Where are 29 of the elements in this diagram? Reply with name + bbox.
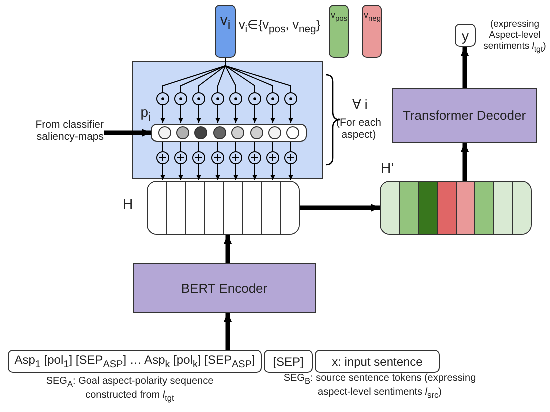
node-caption: SEG$_{A}$: Goal aspect-polarity sequence constructed from l$_{tgt}$ <box>45 376 215 404</box>
note: (For each aspect) <box>336 117 382 142</box>
hidden-state-strip <box>147 181 300 235</box>
sentence-box: x: input sentence <box>315 350 440 373</box>
hidden-state-strip <box>380 181 532 235</box>
arrow <box>224 235 232 263</box>
fan-in-arrows <box>160 142 294 180</box>
decoder-box: Transformer Decoder <box>392 88 537 143</box>
input-note: From classifier saliency-maps <box>24 117 104 145</box>
encoder-box: BERT Encoder <box>133 263 316 313</box>
output-box: y <box>455 24 476 47</box>
arrow <box>104 129 151 137</box>
vector-box: v$_{pos}$ <box>329 5 349 58</box>
arrow <box>224 313 232 350</box>
arrow <box>461 47 469 88</box>
formula-label: v$_{i}$∈{v$_{pos}$, v$_{neg}$} <box>239 18 322 36</box>
node-caption: SEG$_{B}$: source sentence tokens (expressing aspect-level sentiments l$_{src}$) <box>282 373 478 400</box>
arrow <box>461 143 469 181</box>
node-caption: p$_{i}$ <box>140 104 152 124</box>
saliency-vector <box>151 124 307 142</box>
vector-box: v$_{neg}$ <box>362 5 382 58</box>
arrow <box>300 204 380 212</box>
separator-token-box: [SEP] <box>264 350 313 373</box>
vector-box: v$_{i}$ <box>215 5 236 58</box>
node-caption: (expressing Aspect-level sentiments l$_{tgt}$) <box>482 20 548 54</box>
node-caption: H <box>122 196 134 212</box>
node-caption: H’ <box>381 160 396 176</box>
quantifier-label: ∀ i <box>351 98 369 113</box>
token-sequence-box: Asp$_{1}$ [pol$_{1}$] [SEP$_{ASP}$] … Asp$_{k}$ [pol$_{k}$] [SEP$_{ASP}$] <box>8 350 262 373</box>
